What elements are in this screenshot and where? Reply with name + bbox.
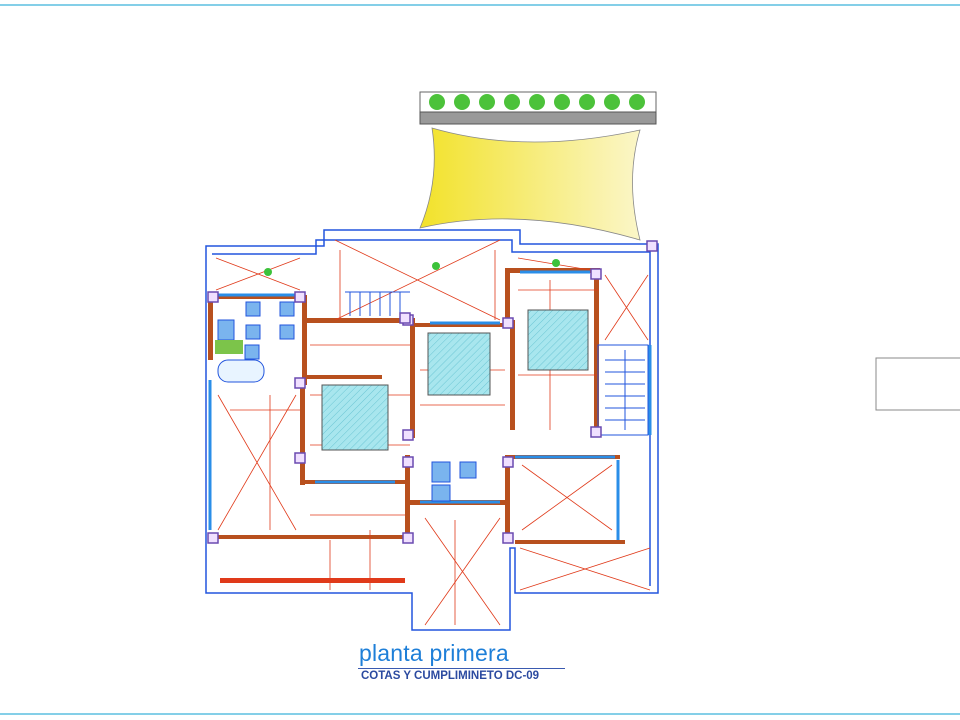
plant-icon bbox=[604, 94, 620, 110]
interior-walls bbox=[208, 268, 625, 544]
bed-1 bbox=[321, 384, 389, 451]
columns bbox=[207, 240, 658, 544]
column bbox=[502, 317, 514, 329]
column bbox=[294, 291, 306, 303]
bed-2 bbox=[427, 332, 491, 396]
column bbox=[502, 456, 514, 468]
staircase bbox=[345, 291, 649, 436]
windows bbox=[208, 270, 652, 540]
planter-box bbox=[215, 340, 243, 354]
plant-icon bbox=[529, 94, 545, 110]
column bbox=[646, 240, 658, 252]
column bbox=[294, 452, 306, 464]
column bbox=[207, 291, 219, 303]
column bbox=[402, 429, 414, 441]
column bbox=[207, 532, 219, 544]
column bbox=[402, 532, 414, 544]
outer-walls bbox=[205, 229, 659, 631]
bathtub bbox=[217, 359, 265, 383]
column bbox=[502, 532, 514, 544]
side-title-block bbox=[875, 357, 960, 411]
bathroom-fixtures bbox=[217, 301, 477, 502]
title-underline bbox=[358, 668, 565, 669]
plant-icon bbox=[554, 94, 570, 110]
column bbox=[294, 377, 306, 389]
column bbox=[590, 268, 602, 280]
drawing-subtitle: COTAS Y CUMPLIMINETO DC-09 bbox=[361, 670, 540, 682]
planter bbox=[419, 91, 657, 125]
plant-icon bbox=[479, 94, 495, 110]
plant-icon bbox=[579, 94, 595, 110]
column bbox=[590, 426, 602, 438]
plant-icon bbox=[504, 94, 520, 110]
drawing-title: planta primera bbox=[359, 640, 509, 666]
plant-icon bbox=[629, 94, 645, 110]
ceiling-lights bbox=[264, 259, 560, 276]
shade-sail bbox=[419, 127, 641, 241]
bed-3 bbox=[527, 309, 589, 371]
balcony-railing bbox=[220, 578, 405, 583]
plant-icon bbox=[454, 94, 470, 110]
column bbox=[402, 456, 414, 468]
column bbox=[399, 312, 411, 324]
plant-icon bbox=[429, 94, 445, 110]
